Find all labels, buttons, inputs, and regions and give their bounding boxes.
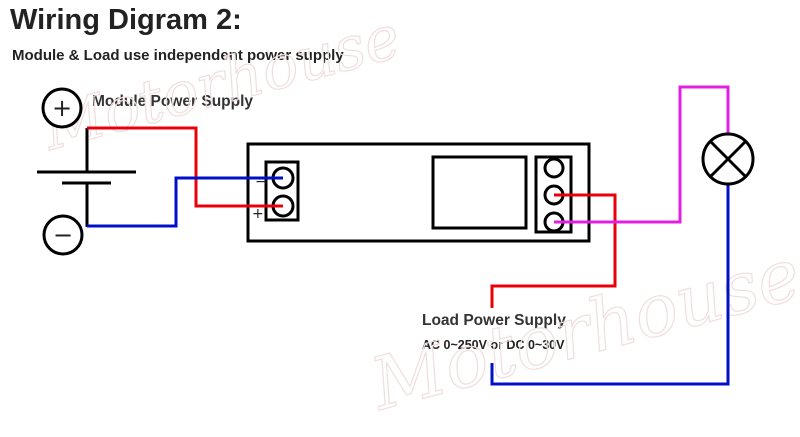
svg-text:+: + [52,94,72,122]
relay-component [431,155,528,230]
terminal-plus-label: + [252,206,264,222]
terminal-minus-label: − [255,174,267,190]
terminal-nc-screw [543,157,565,179]
svg-text:−: − [53,221,73,249]
module-positive-wire [87,126,283,208]
positive-terminal-icon: + [41,87,83,129]
load-switched-wire [554,85,730,224]
load-negative-wire [490,184,730,386]
negative-terminal-icon: − [42,214,84,256]
load-positive-wire [490,193,617,308]
module-negative-wire [87,176,283,228]
relay-module [246,142,591,243]
load-power-supply-label: Load Power Supply [422,312,566,329]
diagram-title: Wiring Digram 2: [10,4,242,36]
watermark-top: Motorhouse [35,2,408,165]
load-voltage-range-label: AC 0~250V or DC 0~30V [422,338,565,352]
module-power-supply-label: Module Power Supply [92,93,254,110]
battery-icon [37,128,136,227]
diagram-subtitle: Module & Load use independent power supp… [12,47,344,64]
watermark-bottom: Motorhouse [361,232,800,427]
lamp-icon [701,132,755,186]
